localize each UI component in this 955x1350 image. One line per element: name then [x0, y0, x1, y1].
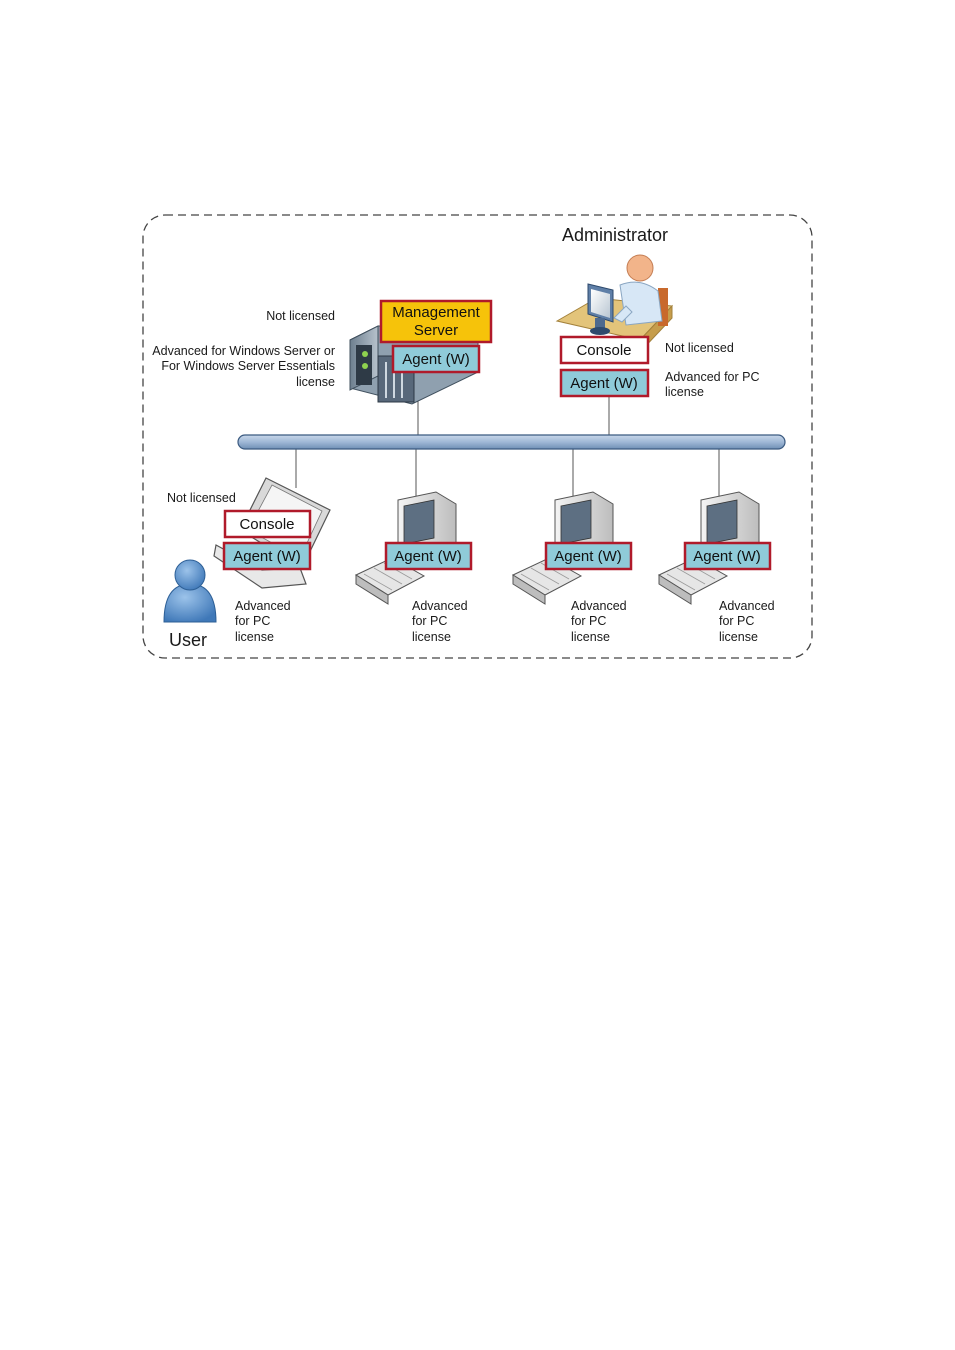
pc1-agent-box: Agent (W) [384, 541, 473, 571]
pc1-license-line1: Advanced [412, 599, 468, 613]
pc3-license-line3: license [719, 630, 758, 644]
admin-license-line2: license [665, 385, 704, 399]
server-license-line1: Advanced for Windows Server or [152, 344, 335, 358]
pc3-agent-label: Agent (W) [693, 548, 761, 565]
administrator-label: Administrator [562, 225, 668, 245]
network-boundary [142, 214, 813, 659]
laptop-agent-box: Agent (W) [222, 541, 312, 571]
pc3-license-line2: for PC [719, 614, 754, 628]
network-bus [237, 434, 786, 450]
laptop-license-line2: for PC [235, 614, 270, 628]
server-not-licensed: Not licensed [266, 309, 335, 323]
pc2-agent-box: Agent (W) [544, 541, 633, 571]
pc2-agent-label: Agent (W) [554, 548, 622, 565]
laptop-console-box: Console [223, 509, 312, 539]
server-icon [349, 325, 479, 405]
server-agent-box: Agent (W) [391, 344, 481, 374]
laptop-agent-label: Agent (W) [233, 548, 301, 565]
admin-agent-label: Agent (W) [570, 375, 638, 392]
bus-connectors [295, 396, 720, 500]
pc1-license-line2: for PC [412, 614, 447, 628]
pc2-license-line2: for PC [571, 614, 606, 628]
server-license-line2: For Windows Server Essentials [161, 359, 335, 373]
pc1-agent-label: Agent (W) [394, 548, 462, 565]
pc2-license-line1: Advanced [571, 599, 627, 613]
server-agent-label: Agent (W) [402, 351, 470, 368]
admin-license-line1: Advanced for PC [665, 370, 760, 384]
pc2-license-line3: license [571, 630, 610, 644]
laptop-license-line1: Advanced [235, 599, 291, 613]
admin-not-licensed: Not licensed [665, 341, 734, 355]
user-label: User [169, 630, 207, 650]
management-server-label-line2: Server [414, 322, 458, 339]
laptop-not-licensed: Not licensed [167, 491, 236, 505]
laptop-console-label: Console [239, 516, 294, 533]
pc3-license-line1: Advanced [719, 599, 775, 613]
management-server-box: Management Server [379, 299, 493, 344]
pc1-license-line3: license [412, 630, 451, 644]
desktop-pc-icon-3 [657, 491, 760, 605]
laptop-license-line3: license [235, 630, 274, 644]
admin-console-box: Console [559, 335, 650, 365]
user-icon [163, 559, 217, 623]
pc3-agent-box: Agent (W) [683, 541, 772, 571]
server-license-line3: license [296, 375, 335, 389]
management-server-label-line1: Management [392, 304, 480, 321]
admin-agent-box: Agent (W) [559, 368, 650, 398]
admin-console-label: Console [576, 342, 631, 359]
